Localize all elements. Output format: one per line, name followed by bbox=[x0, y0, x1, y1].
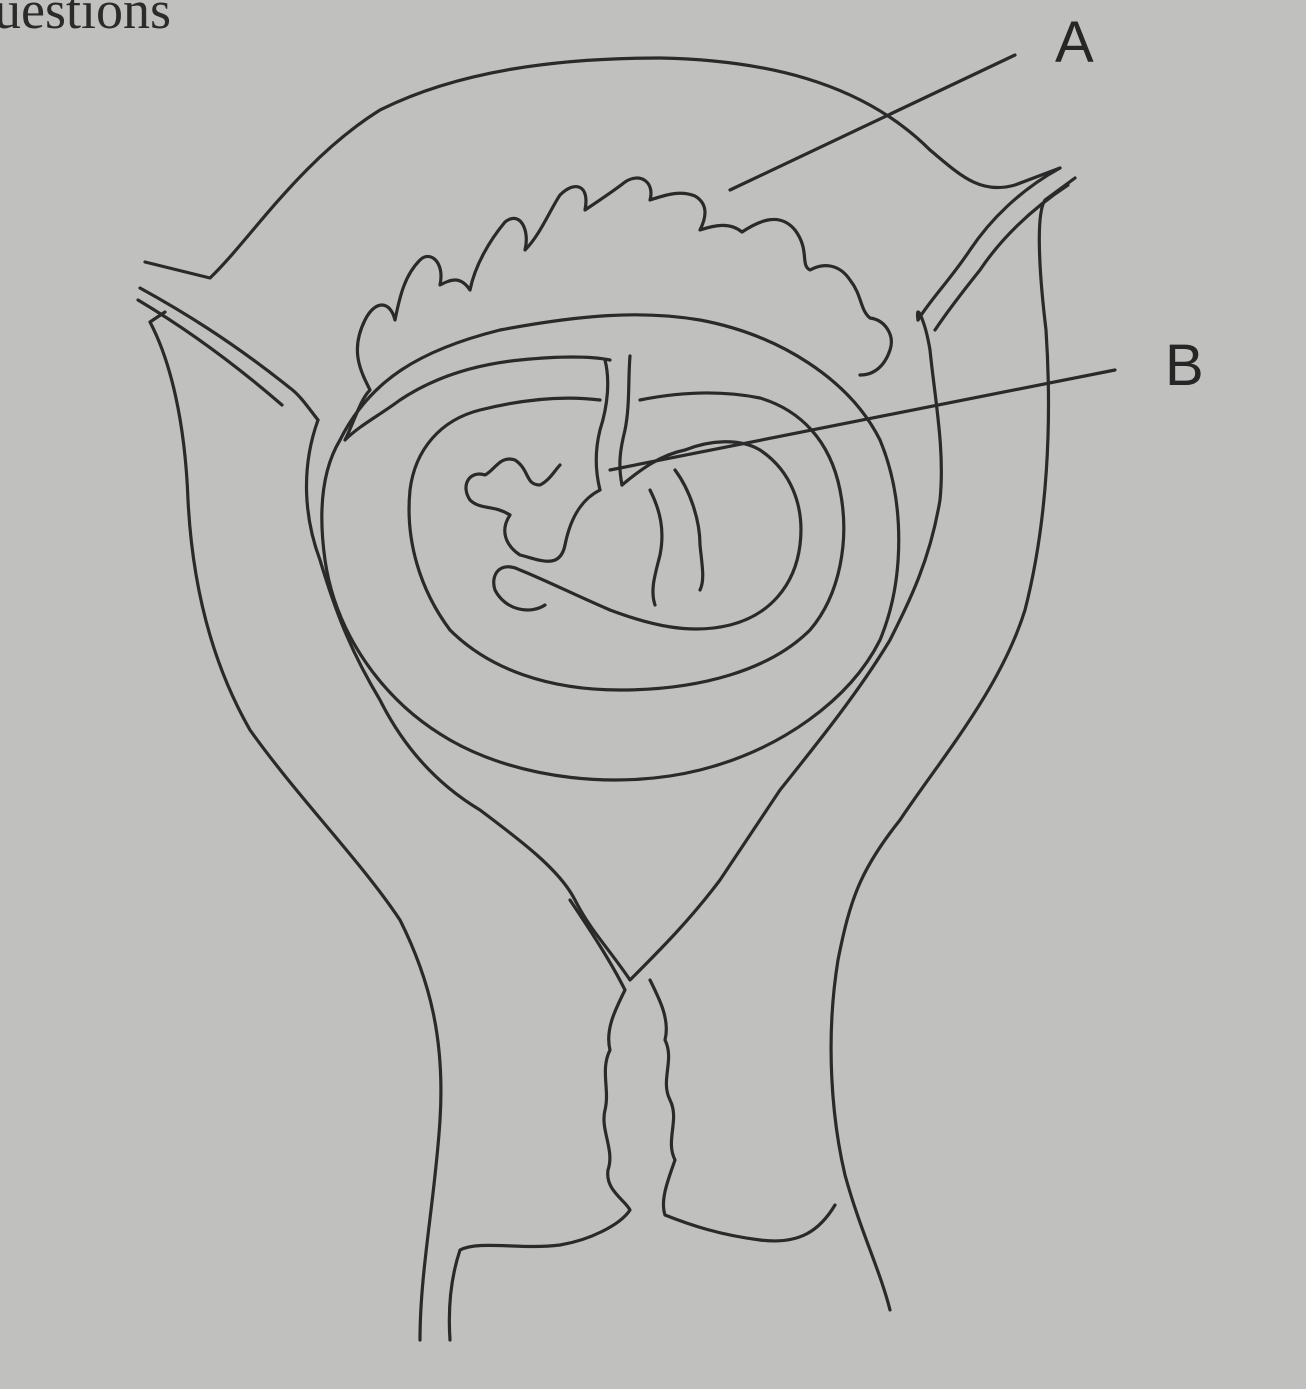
header-text: uestions bbox=[0, 0, 171, 40]
placenta-villi bbox=[345, 178, 891, 440]
label-b: B bbox=[1165, 333, 1204, 398]
endometrium-lining bbox=[306, 312, 941, 980]
right-fallopian-tube bbox=[918, 168, 1068, 330]
chorion bbox=[322, 315, 899, 780]
embryo bbox=[466, 442, 801, 629]
label-a: A bbox=[1055, 10, 1094, 75]
leader-line-b bbox=[610, 370, 1115, 470]
leader-line-a bbox=[730, 55, 1015, 190]
